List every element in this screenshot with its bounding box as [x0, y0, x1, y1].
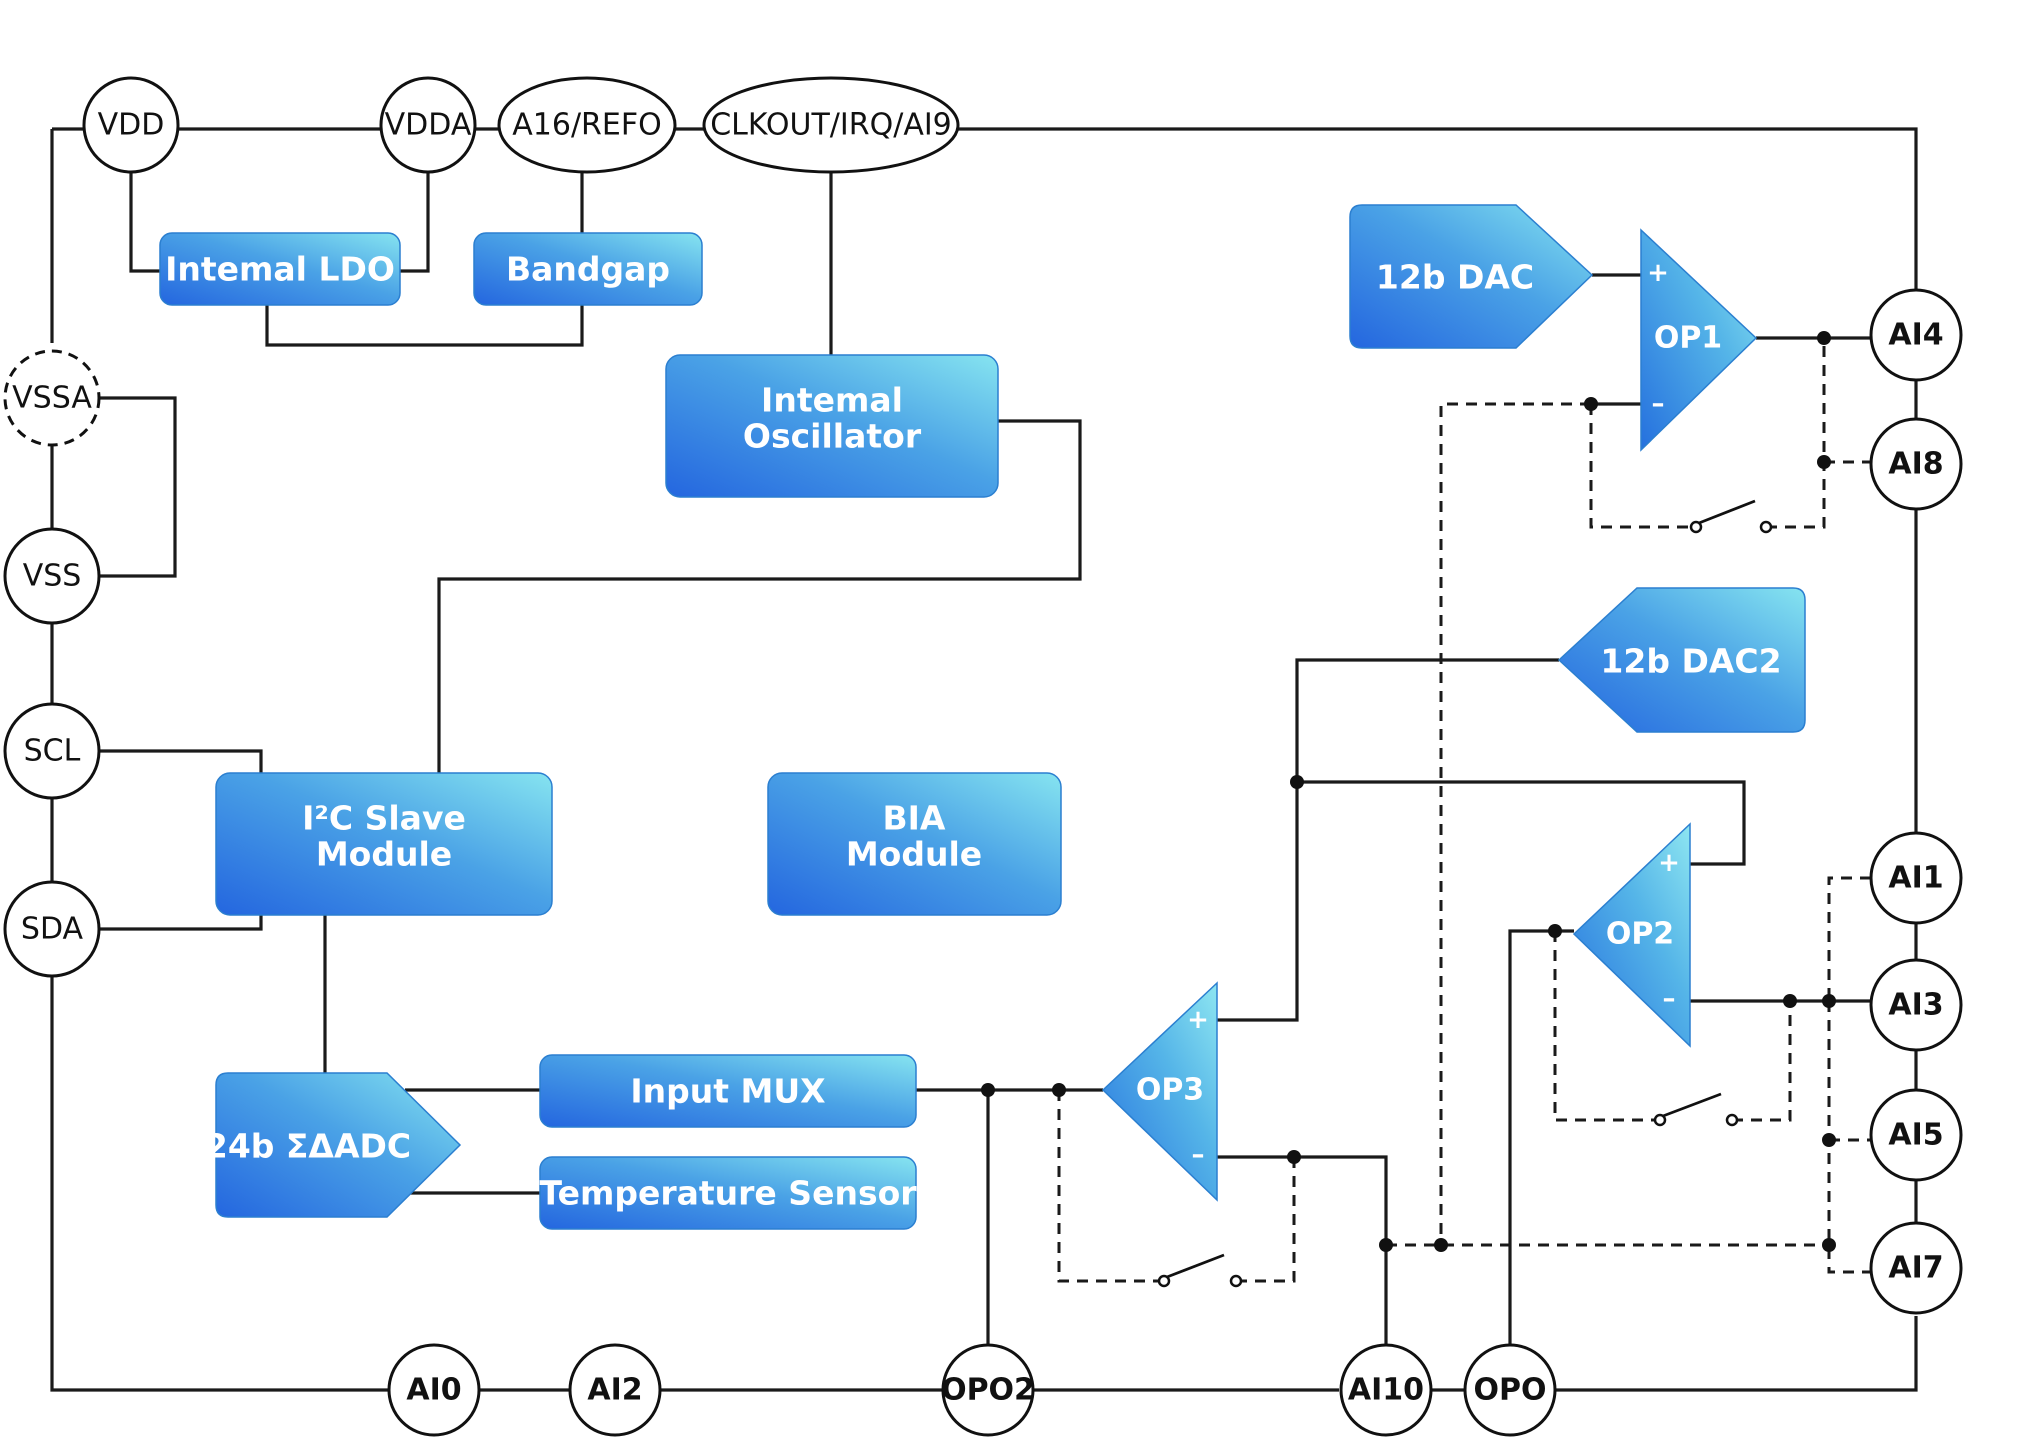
op3-minus-sign: –: [1192, 1140, 1205, 1170]
bandgap-label: Bandgap: [506, 250, 670, 289]
pin-clkout-irq-ai9: CLKOUT/IRQ/AI9: [702, 76, 960, 174]
bia-label-line2: Module: [846, 835, 982, 874]
svg-text:VSS: VSS: [23, 559, 82, 594]
switch-op2: [1653, 1092, 1739, 1127]
block-bandgap: Bandgap: [473, 232, 703, 306]
pin-vss: VSS: [3, 527, 101, 625]
i2c-label-line1: I²C Slave: [302, 799, 466, 838]
opamp-op2: + OP2 –: [1572, 822, 1691, 1048]
oscillator-label-line1: Intemal: [761, 381, 903, 420]
svg-text:VSSA: VSSA: [12, 381, 92, 416]
op1-plus-sign: +: [1647, 258, 1669, 288]
svg-text:AI3: AI3: [1888, 988, 1943, 1023]
svg-text:AI8: AI8: [1888, 447, 1943, 482]
pin-sda: SDA: [3, 880, 101, 978]
pin-ai8: AI8: [1869, 417, 1963, 511]
feedback-paths: [1057, 338, 1871, 1283]
junction-dots: [981, 331, 1836, 1252]
svg-text:CLKOUT/IRQ/AI9: CLKOUT/IRQ/AI9: [710, 108, 952, 143]
block-i2c-slave: I²C Slave Module: [215, 772, 553, 916]
pin-vssa: VSSA: [3, 349, 101, 447]
pin-ai2: AI2: [568, 1343, 662, 1437]
pin-ai7: AI7: [1869, 1221, 1963, 1315]
pin-ai4: AI4: [1869, 288, 1963, 382]
opamp-op1: + OP1 –: [1640, 228, 1758, 452]
svg-text:AI4: AI4: [1888, 318, 1943, 353]
pin-vdda: VDDA: [379, 76, 477, 174]
op1-label: OP1: [1654, 321, 1722, 356]
pin-a16-refo: A16/REFO: [497, 76, 677, 174]
i2c-label-line2: Module: [316, 835, 452, 874]
pin-ai0: AI0: [387, 1343, 481, 1437]
pin-ai10: AI10: [1339, 1343, 1433, 1437]
opamp-op3: + OP3 –: [1101, 981, 1218, 1202]
block-24b-adc: 24b ΣΔADC: [205, 1072, 462, 1218]
op3-label: OP3: [1136, 1073, 1204, 1108]
svg-text:AI5: AI5: [1888, 1118, 1943, 1153]
block-temperature-sensor: Temperature Sensor: [539, 1156, 917, 1230]
op2-label: OP2: [1606, 917, 1674, 952]
block-bia-module: BIA Module: [767, 772, 1062, 916]
svg-text:SDA: SDA: [21, 912, 84, 947]
svg-text:AI10: AI10: [1348, 1373, 1424, 1408]
adc-label: 24b ΣΔADC: [205, 1127, 411, 1166]
pin-scl: SCL: [3, 702, 101, 800]
pin-vdd: VDD: [82, 76, 180, 174]
block-internal-oscillator: Intemal Oscillator: [665, 354, 999, 498]
pin-ai1: AI1: [1869, 831, 1963, 925]
dac-label: 12b DAC: [1376, 258, 1534, 297]
pin-ai3: AI3: [1869, 958, 1963, 1052]
svg-text:AI0: AI0: [406, 1373, 461, 1408]
svg-text:AI1: AI1: [1888, 861, 1943, 896]
input-mux-label: Input MUX: [630, 1072, 825, 1111]
op1-minus-sign: –: [1652, 389, 1665, 419]
op2-minus-sign: –: [1663, 984, 1676, 1014]
svg-text:VDDA: VDDA: [385, 108, 472, 143]
svg-text:VDD: VDD: [98, 108, 165, 143]
block-input-mux: Input MUX: [539, 1054, 917, 1128]
temperature-sensor-label: Temperature Sensor: [539, 1174, 917, 1213]
dac2-label: 12b DAC2: [1600, 642, 1781, 681]
switch-op1: [1689, 499, 1773, 534]
op2-plus-sign: +: [1658, 848, 1680, 878]
switch-op3: [1157, 1253, 1243, 1288]
pin-opo: OPO: [1463, 1343, 1557, 1437]
oscillator-label-line2: Oscillator: [743, 417, 922, 456]
pin-ai5: AI5: [1869, 1088, 1963, 1182]
internal-ldo-label: Intemal LDO: [165, 250, 395, 289]
svg-text:AI2: AI2: [587, 1373, 642, 1408]
op3-plus-sign: +: [1187, 1005, 1209, 1035]
bia-label-line1: BIA: [883, 799, 946, 838]
block-12b-dac: 12b DAC: [1349, 204, 1594, 349]
svg-text:A16/REFO: A16/REFO: [512, 108, 661, 143]
block-12b-dac2: 12b DAC2: [1557, 587, 1806, 733]
svg-text:OPO2: OPO2: [941, 1373, 1035, 1408]
svg-text:SCL: SCL: [24, 734, 81, 769]
svg-text:OPO: OPO: [1474, 1373, 1547, 1408]
pin-opo2: OPO2: [941, 1343, 1035, 1437]
block-internal-ldo: Intemal LDO: [159, 232, 401, 306]
svg-text:AI7: AI7: [1888, 1251, 1943, 1286]
